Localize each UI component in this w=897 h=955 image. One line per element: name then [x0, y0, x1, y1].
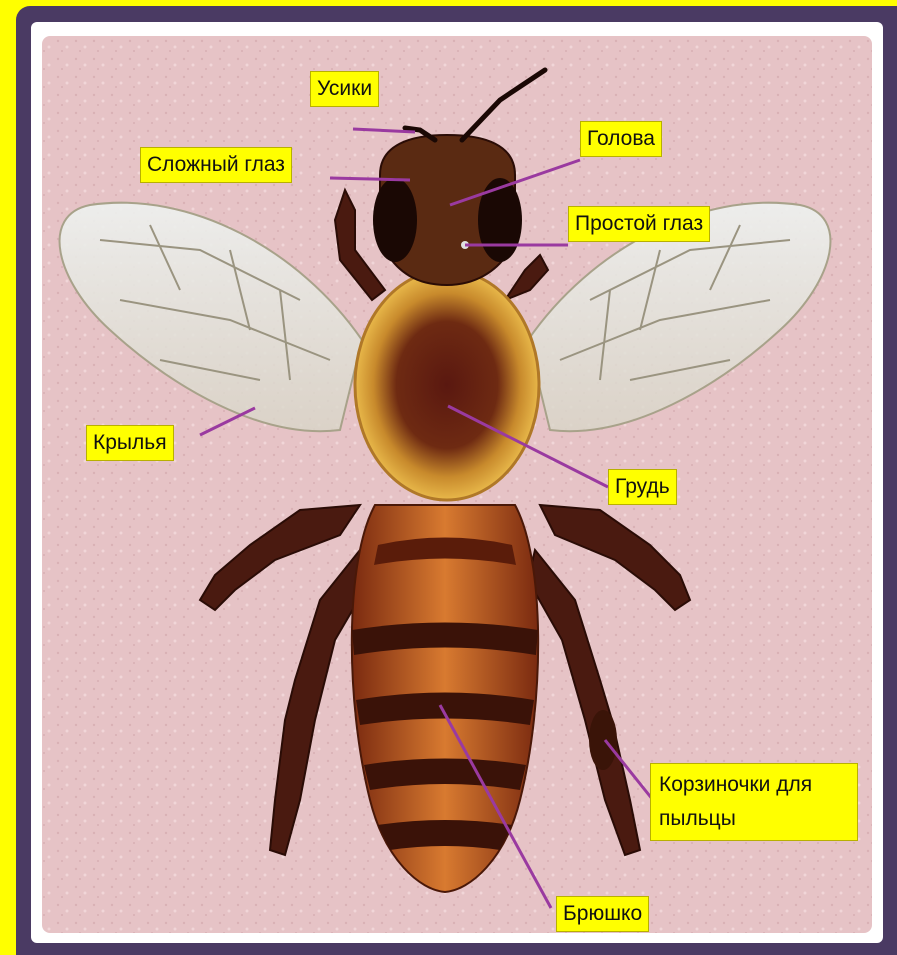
- label-antennae: Усики: [310, 71, 379, 107]
- label-thorax: Грудь: [608, 469, 677, 505]
- pollen-basket: [589, 710, 617, 770]
- label-wings: Крылья: [86, 425, 174, 461]
- right-compound-eye: [478, 178, 522, 262]
- label-compound-eye: Сложный глаз: [140, 147, 292, 183]
- label-head: Голова: [580, 121, 662, 157]
- left-compound-eye: [373, 178, 417, 262]
- leader-line-compound-eye: [330, 178, 410, 180]
- thorax: [355, 270, 539, 500]
- label-simple-eye: Простой глаз: [568, 206, 710, 242]
- head: [373, 135, 522, 285]
- label-pollen-baskets: Корзиночки для пыльцы: [650, 763, 858, 841]
- label-abdomen: Брюшко: [556, 896, 649, 932]
